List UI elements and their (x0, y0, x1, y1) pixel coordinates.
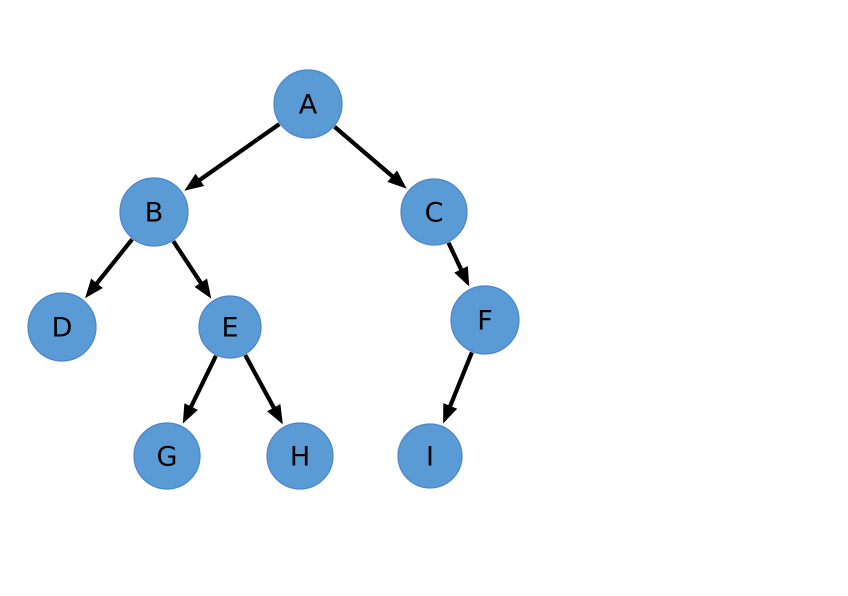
graph-node-g[interactable]: G (133, 422, 201, 490)
edge-line (243, 354, 277, 411)
edge-line (333, 125, 396, 180)
graph-edge-a-to-c (333, 125, 407, 189)
node-circle[interactable] (400, 178, 468, 246)
edge-line (94, 238, 134, 287)
node-circle[interactable] (273, 69, 343, 139)
graph-node-e[interactable]: E (198, 295, 262, 359)
node-circle[interactable] (397, 423, 463, 489)
edge-arrowhead (85, 278, 103, 299)
edge-line (197, 122, 281, 183)
edge-arrowhead (454, 266, 470, 287)
graph-edge-e-to-h (243, 354, 283, 425)
edge-line (171, 240, 204, 286)
graph-edge-b-to-d (85, 238, 134, 299)
graph-edge-f-to-i (443, 351, 474, 424)
edge-arrowhead (387, 170, 407, 189)
node-circle[interactable] (450, 285, 520, 355)
edge-line (447, 351, 474, 409)
edge-arrowhead (267, 404, 283, 425)
edge-arrowhead (184, 173, 205, 191)
graph-node-f[interactable]: F (450, 285, 520, 355)
graph-node-d[interactable]: D (27, 292, 97, 362)
graph-edge-a-to-b (184, 122, 281, 191)
edges-layer (85, 122, 474, 425)
node-circle[interactable] (266, 422, 334, 490)
node-circle[interactable] (27, 292, 97, 362)
graph-node-c[interactable]: C (400, 178, 468, 246)
edge-line (188, 354, 218, 410)
edge-arrowhead (182, 403, 198, 424)
graph-node-b[interactable]: B (119, 177, 189, 247)
edge-line (446, 241, 464, 273)
graph-edge-b-to-e (171, 240, 212, 299)
edge-arrowhead (443, 403, 458, 424)
graph-node-a[interactable]: A (273, 69, 343, 139)
graph-node-h[interactable]: H (266, 422, 334, 490)
node-circle[interactable] (198, 295, 262, 359)
graph-edge-c-to-f (446, 241, 470, 287)
graph-edge-e-to-g (182, 354, 218, 424)
node-circle[interactable] (119, 177, 189, 247)
node-circle[interactable] (133, 422, 201, 490)
graph-node-i[interactable]: I (397, 423, 463, 489)
edge-arrowhead (194, 278, 212, 299)
